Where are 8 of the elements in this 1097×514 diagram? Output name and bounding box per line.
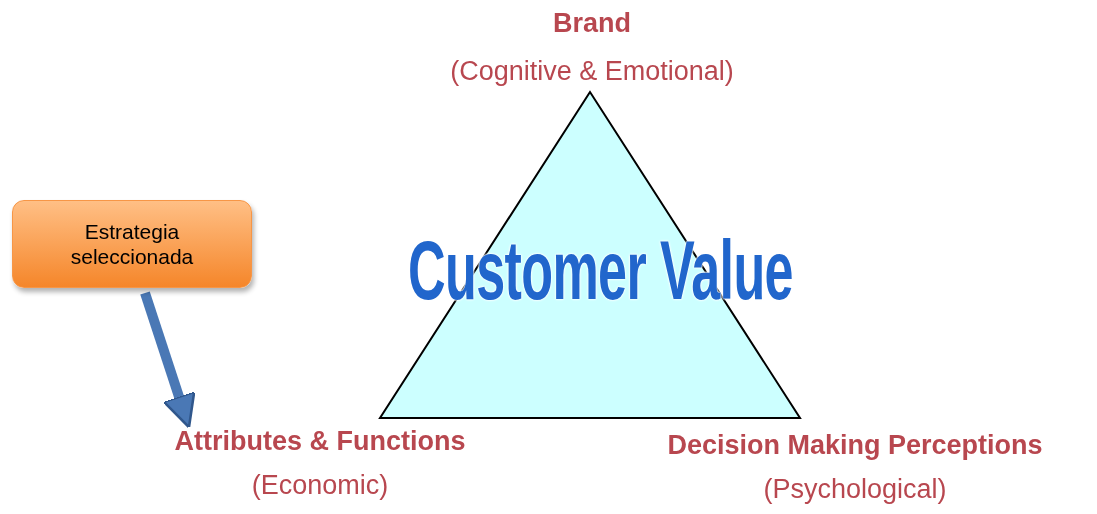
corner-subtitle: (Psychological) xyxy=(763,474,947,505)
strategy-box: Estrategia seleccionada xyxy=(12,200,252,288)
corner-subtitle: (Economic) xyxy=(251,470,389,501)
corner-heading: Attributes & Functions xyxy=(174,426,466,457)
corner-heading: Decision Making Perceptions xyxy=(667,430,1043,461)
corner-subtitle: (Cognitive & Emotional) xyxy=(450,56,734,87)
block-arrow xyxy=(140,291,196,429)
corner-heading: Brand xyxy=(553,8,631,39)
